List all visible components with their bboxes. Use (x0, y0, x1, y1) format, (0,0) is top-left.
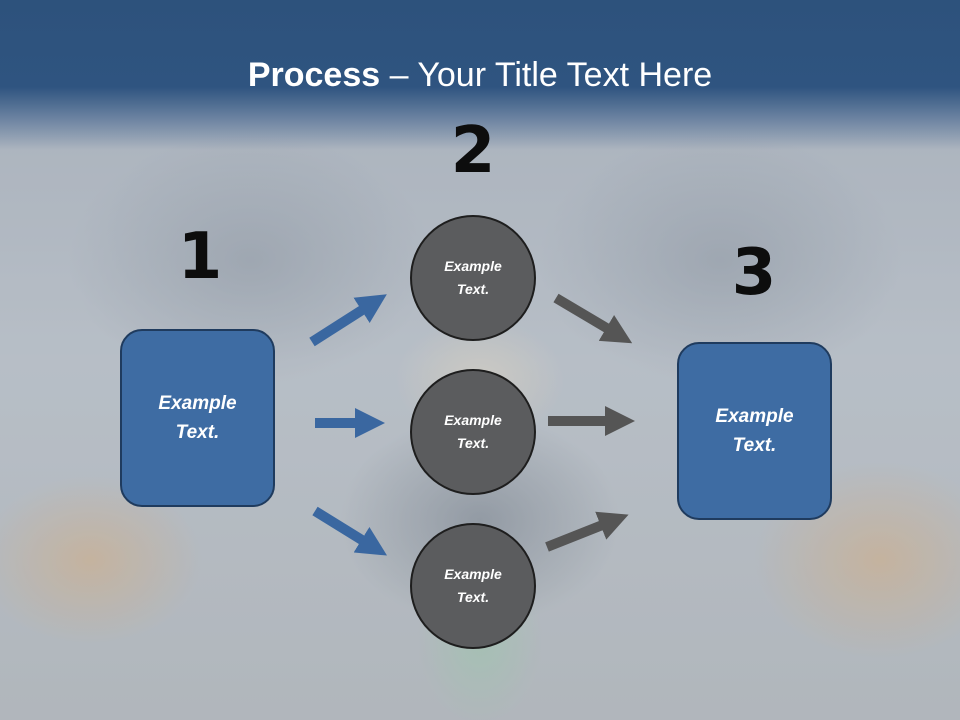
slide-title: Process – Your Title Text Here (0, 55, 960, 95)
left-box-text: Example Text. (158, 393, 237, 443)
right-process-box: Example Text. (677, 342, 832, 520)
circle-middle-text: Example Text. (444, 412, 502, 451)
circle-top-text: Example Text. (444, 258, 502, 297)
arrow-top-to-right (553, 293, 633, 344)
title-bar (0, 0, 960, 150)
circle-bottom-text: Example Text. (444, 566, 502, 605)
step-number-2: 2 (450, 114, 496, 188)
circle-top: Example Text. (410, 215, 536, 341)
right-box-text: Example Text. (715, 406, 794, 456)
step-number-1: 1 (177, 220, 223, 294)
title-bold: Process (247, 56, 381, 94)
circle-middle: Example Text. (410, 369, 536, 495)
arrow-bottom-to-right (545, 511, 629, 552)
arrow-left-to-top (309, 294, 387, 347)
arrow-left-to-bottom (312, 506, 388, 556)
step-number-3: 3 (731, 236, 777, 310)
left-process-box: Example Text. (120, 329, 275, 507)
circle-bottom: Example Text. (410, 523, 536, 649)
title-rest: – Your Title Text Here (380, 56, 713, 94)
